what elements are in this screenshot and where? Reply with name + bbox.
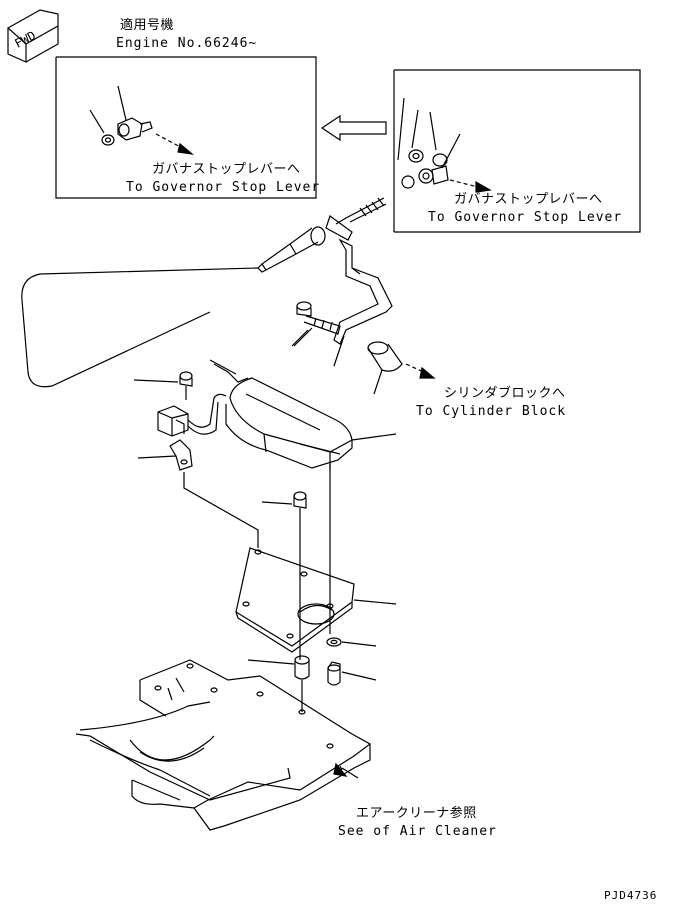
cylinder-en: To Cylinder Block	[416, 404, 567, 419]
actuator-body	[213, 363, 397, 470]
base-tray	[75, 659, 372, 831]
applicable-en: Engine No.66246~	[116, 36, 258, 51]
cylinder-jp: シリンダブロックへ	[444, 386, 566, 401]
inset-left-en: To Governor Stop Lever	[126, 180, 321, 195]
stop-cable	[21, 197, 387, 388]
fwd-text: FWD	[12, 28, 38, 51]
connector-plug	[157, 393, 227, 437]
fwd-arrow-icon: FWD	[6, 9, 59, 63]
bolt-lower	[327, 661, 377, 686]
inset-right-box	[393, 69, 641, 233]
inset-left-jp: ガバナストップレバーへ	[152, 162, 301, 177]
inset-right-en: To Governor Stop Lever	[428, 210, 623, 225]
leader-bracket	[333, 335, 345, 367]
bolt-center	[261, 464, 331, 660]
pipe-connector	[367, 341, 436, 395]
leader-bolt-upper	[291, 329, 309, 347]
bolt-left	[133, 371, 193, 400]
washer	[326, 637, 377, 647]
bolt-upper	[293, 301, 341, 347]
drawing-code: PJD4736	[604, 889, 658, 902]
leader-clamp	[183, 472, 259, 548]
applicable-jp: 適用号機	[120, 18, 175, 33]
bracket	[333, 238, 393, 345]
inset-left-box	[55, 56, 317, 199]
inset-right-jp: ガバナストップレバーへ	[454, 192, 603, 207]
air-cleaner-en: See of Air Cleaner	[338, 824, 497, 839]
direction-arrow-icon	[320, 114, 387, 142]
clamp	[137, 439, 193, 471]
spacer	[247, 655, 310, 712]
mounting-plate	[235, 547, 397, 653]
air-cleaner-jp: エアークリーナ参照	[356, 806, 477, 821]
